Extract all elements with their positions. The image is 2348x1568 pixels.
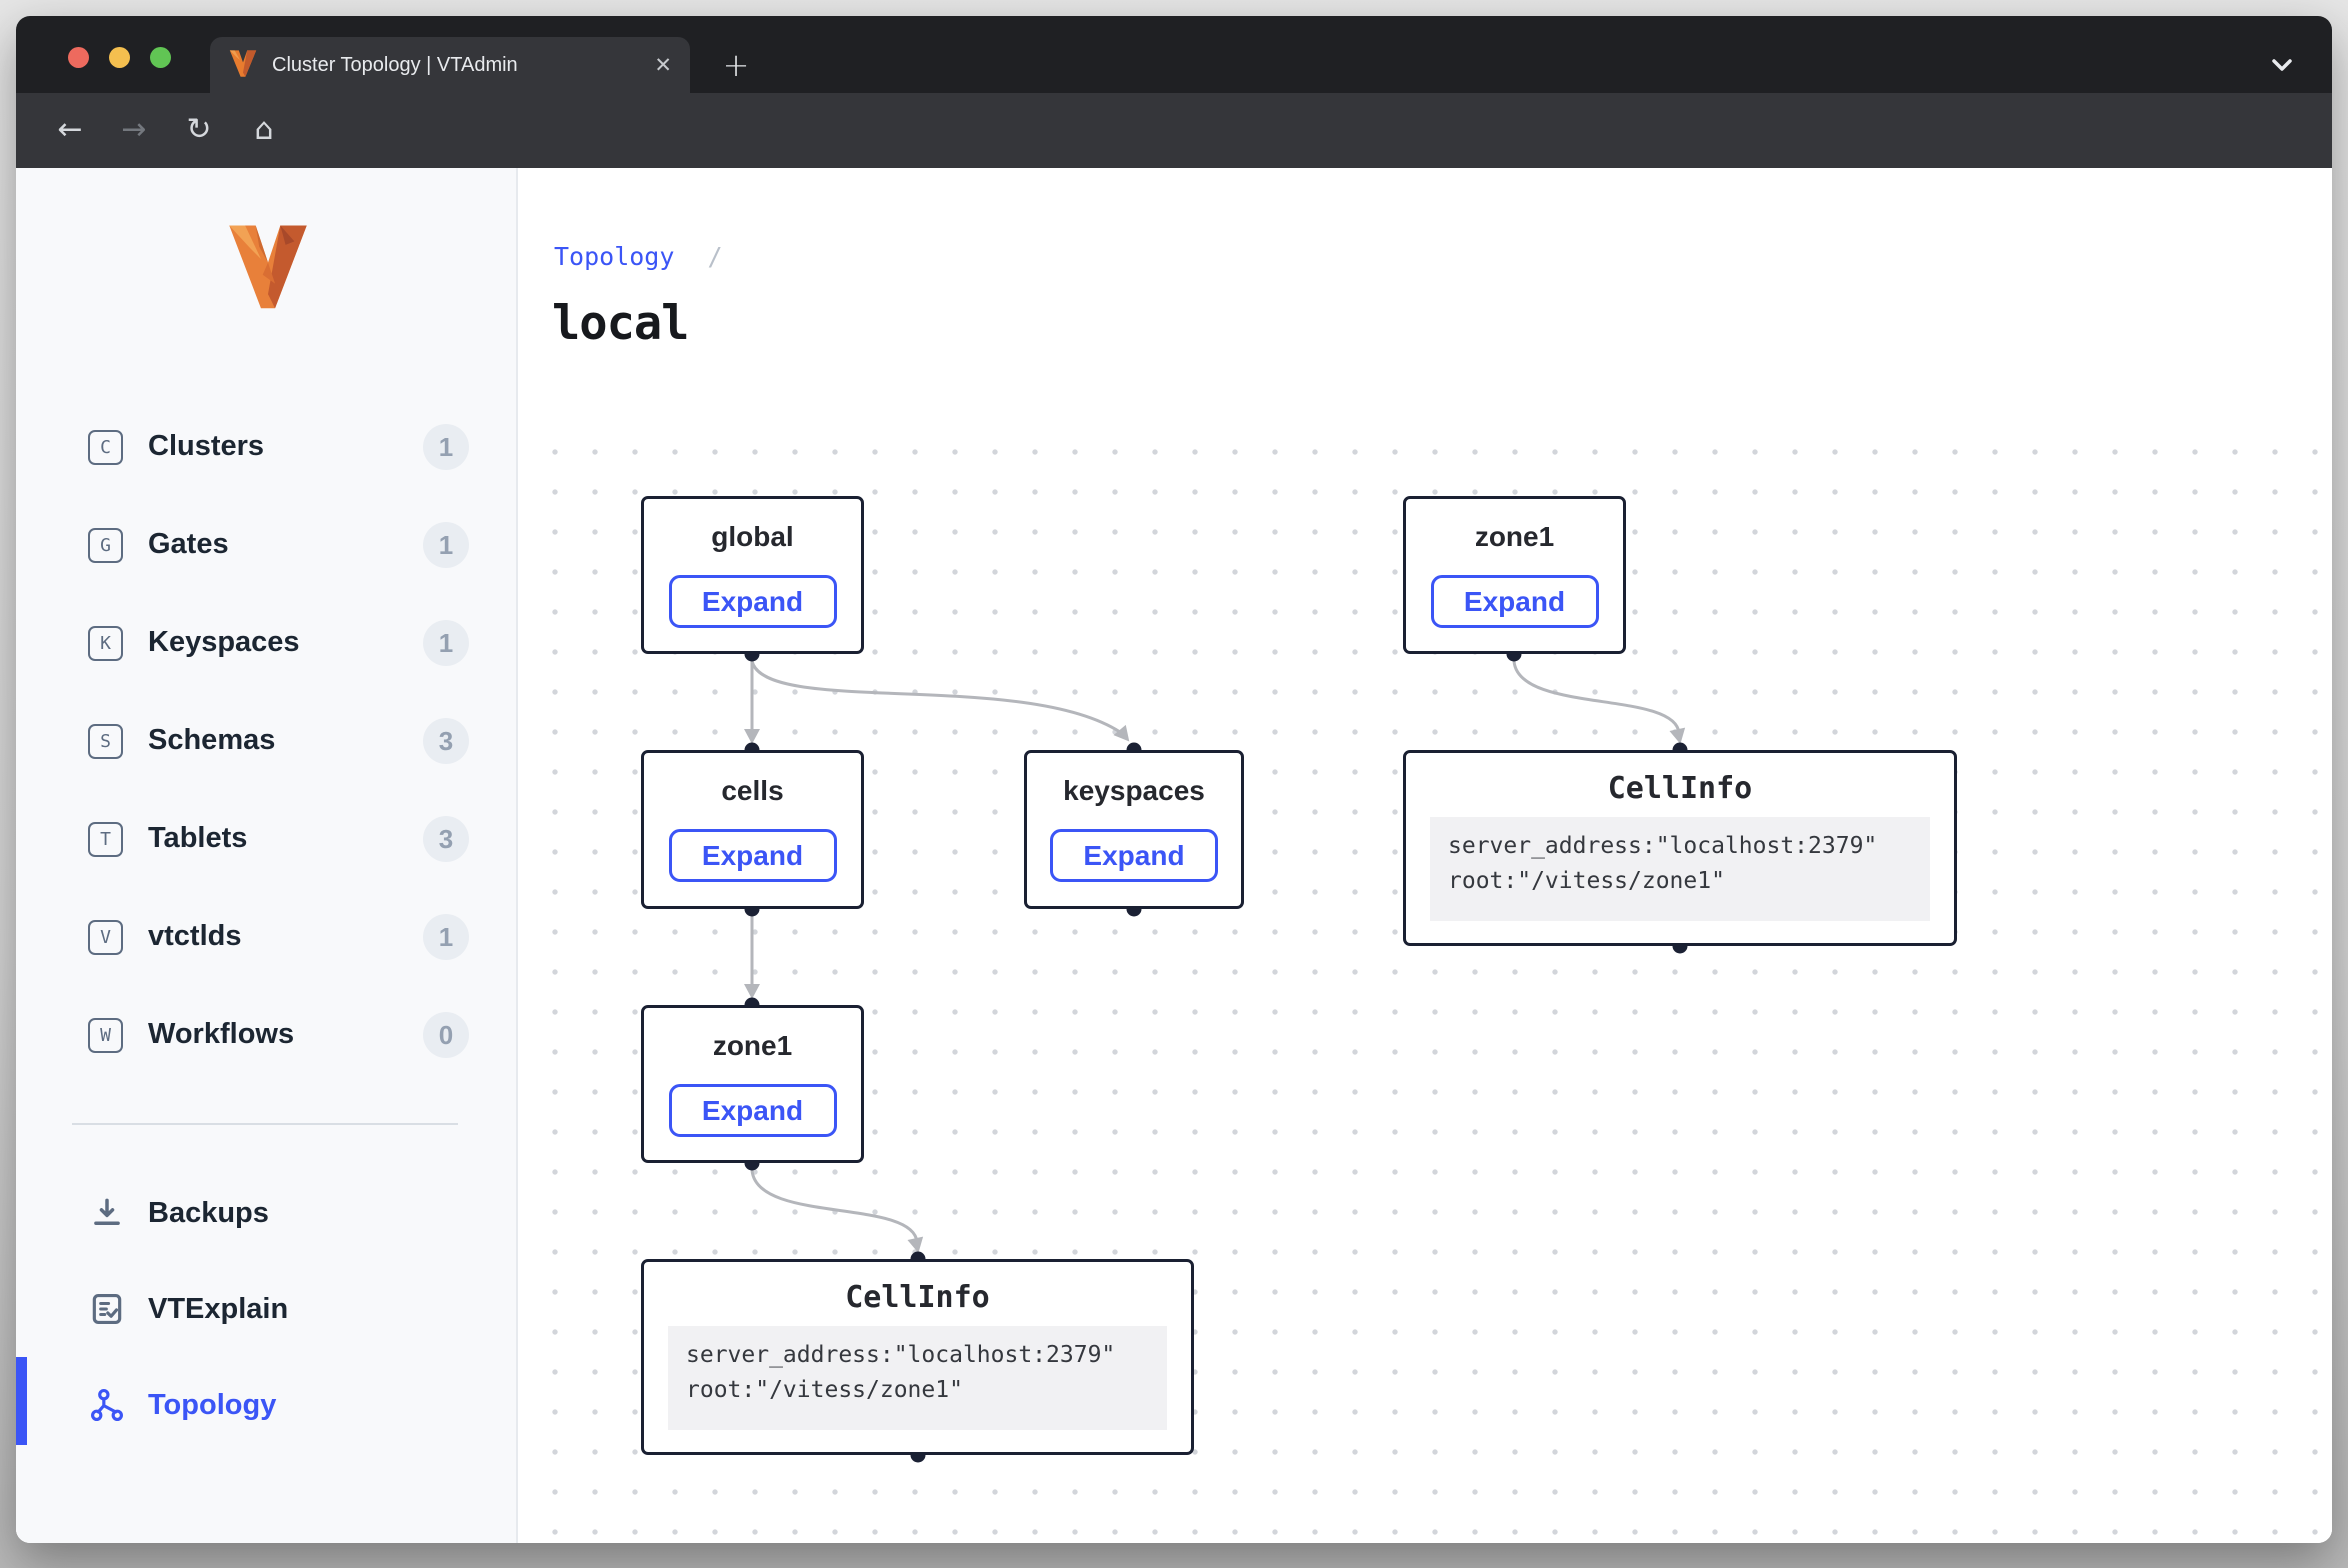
close-window-button[interactable] [68,47,89,68]
code-line: server_address:"localhost:2379" [1448,833,1878,859]
sidebar-item-workflows[interactable]: W Workflows 0 [16,1001,518,1069]
breadcrumb: Topology / [554,242,723,271]
active-item-indicator [16,1357,27,1445]
graph-node-cellinfo-left: CellInfo server_address:"localhost:2379"r… [641,1259,1194,1455]
edge-arrowhead-icon [907,1236,924,1253]
breadcrumb-topology-link[interactable]: Topology [554,242,675,271]
node-label: zone1 [1474,521,1555,552]
count-badge: 3 [423,718,469,764]
graph-edge [750,660,1121,734]
tab-search-chevron-icon[interactable] [2264,46,2300,82]
sidebar-item-label: Backups [148,1197,269,1229]
count-badge: 1 [423,424,469,470]
zoom-window-button[interactable] [150,47,171,68]
node-label: cells [721,775,784,806]
expand-button[interactable]: Expand [668,575,837,628]
vtctlds-letter-icon: V [88,920,123,955]
home-icon[interactable]: ⌂ [254,112,274,147]
sidebar-item-label: Tablets [148,822,248,854]
topology-icon [88,1386,126,1424]
tab-strip: Cluster Topology | VTAdmin ✕ + [16,16,2332,93]
sidebar-item-topology[interactable]: Topology [16,1372,518,1440]
sidebar-item-clusters[interactable]: C Clusters 1 [16,413,518,481]
cellinfo-code-block: server_address:"localhost:2379" root:"/vi… [668,1326,1167,1430]
expand-button[interactable]: Expand [668,829,837,882]
new-tab-button[interactable]: + [722,46,750,84]
expand-button[interactable]: Expand [1050,829,1218,882]
count-badge: 1 [423,522,469,568]
sidebar-divider [72,1123,458,1125]
tab-title: Cluster Topology | VTAdmin [272,53,518,76]
browser-window: Cluster Topology | VTAdmin ✕ + ← → ↻ ⌂ l… [16,16,2332,1543]
sidebar-item-keyspaces[interactable]: K Keyspaces 1 [16,609,518,677]
tablets-letter-icon: T [88,822,123,857]
minimize-window-button[interactable] [109,47,130,68]
sidebar-item-label: Clusters [148,430,265,462]
sidebar-item-label: vtctlds [148,920,242,952]
node-title: CellInfo [845,1280,990,1315]
graph-edge [750,1169,919,1243]
browser-toolbar: ← → ↻ ⌂ localhost:14201/topology/local ☆ [16,93,2332,238]
document-check-icon [88,1290,126,1328]
page-title: local [552,296,689,351]
reload-icon[interactable]: ↻ [186,112,212,147]
workflows-letter-icon: W [88,1018,123,1053]
forward-icon[interactable]: → [121,112,147,147]
tab-close-icon[interactable]: ✕ [654,53,672,77]
gates-letter-icon: G [88,528,123,563]
sidebar-item-label: Workflows [148,1018,295,1050]
sidebar-item-label: VTExplain [148,1293,289,1325]
edge-arrowhead-icon [1669,727,1686,744]
sidebar-item-label: Gates [148,528,229,560]
code-line: root:"/vitess/zone1" [1448,868,1725,894]
clusters-letter-icon: C [88,430,123,465]
graph-node-cellinfo-right: CellInfo server_address:"localhost:2379"r… [1403,750,1957,946]
node-title: CellInfo [1607,771,1753,806]
schemas-letter-icon: S [88,724,123,759]
keyspaces-letter-icon: K [88,626,123,661]
edge-arrowhead-icon [744,984,760,999]
download-icon [88,1194,126,1232]
sidebar-item-label: Schemas [148,724,276,756]
breadcrumb-separator: / [707,242,723,271]
sidebar-item-vtexplain[interactable]: VTExplain [16,1276,518,1344]
count-badge: 3 [423,816,469,862]
code-line: server_address:"localhost:2379" [686,1342,1116,1368]
cellinfo-code-block: server_address:"localhost:2379" root:"/vi… [1430,817,1930,921]
graph-edge [1512,660,1681,734]
browser-tab[interactable]: Cluster Topology | VTAdmin ✕ [210,37,690,93]
count-badge: 1 [423,620,469,666]
code-line: root:"/vitess/zone1" [686,1377,963,1403]
sidebar-item-tablets[interactable]: T Tablets 3 [16,805,518,873]
expand-button[interactable]: Expand [1430,575,1599,628]
node-label: global [711,521,794,552]
node-label: zone1 [712,1030,793,1061]
sidebar-item-label: Keyspaces [148,626,300,658]
edge-arrowhead-icon [1113,724,1130,742]
node-label: keyspaces [1063,775,1205,806]
sidebar-item-schemas[interactable]: S Schemas 3 [16,707,518,775]
expand-button[interactable]: Expand [668,1084,837,1137]
count-badge: 1 [423,914,469,960]
sidebar-item-gates[interactable]: G Gates 1 [16,511,518,579]
vitess-favicon-icon [228,48,258,83]
sidebar-item-backups[interactable]: Backups [16,1180,518,1248]
edge-arrowhead-icon [744,729,760,744]
back-icon[interactable]: ← [57,112,83,147]
vitess-logo-icon [224,220,312,312]
count-badge: 0 [423,1012,469,1058]
sidebar-item-label: Topology [148,1389,277,1421]
